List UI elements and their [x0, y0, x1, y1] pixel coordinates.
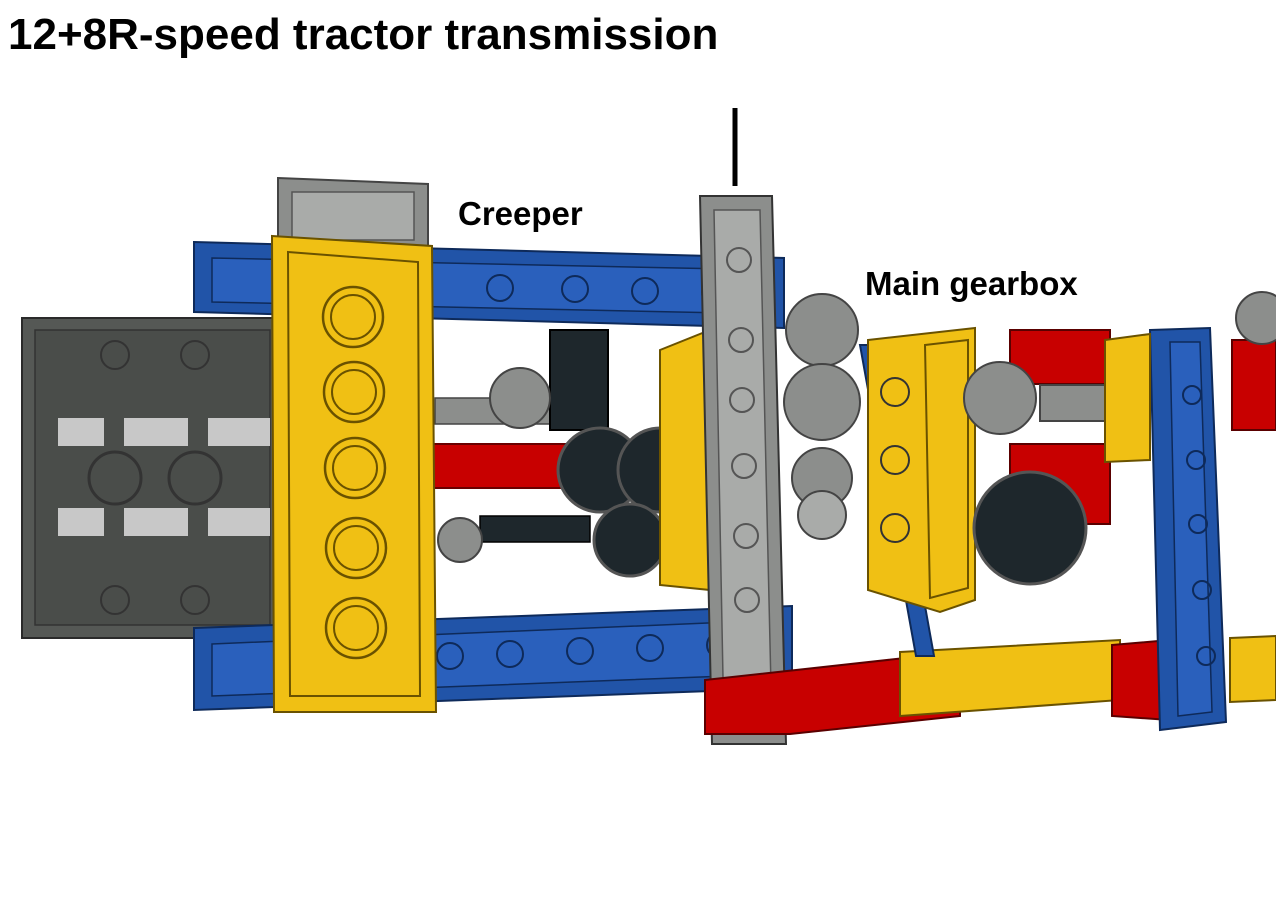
- yellow-beam-bottom-right: [1229, 634, 1276, 704]
- gray-gear-stack: [783, 293, 861, 540]
- red-part-far-right: [1231, 339, 1276, 431]
- yellow-block-right: [1104, 332, 1151, 464]
- creeper-label: Creeper: [458, 195, 583, 232]
- yellow-plate-left: [270, 234, 438, 713]
- black-axle-lower: [479, 515, 591, 543]
- diagram-title: 12+8R-speed tractor transmission: [8, 10, 719, 59]
- gray-vertical-beam: [698, 195, 788, 745]
- yellow-block-center: [659, 328, 711, 592]
- main-gearbox-label: Main gearbox: [865, 265, 1078, 302]
- yellow-gearbox-block: [867, 326, 976, 614]
- gray-gear-far-right: [1235, 291, 1276, 345]
- dark-gray-frame-part: [21, 317, 283, 639]
- blue-beam-main-right: [1148, 326, 1228, 732]
